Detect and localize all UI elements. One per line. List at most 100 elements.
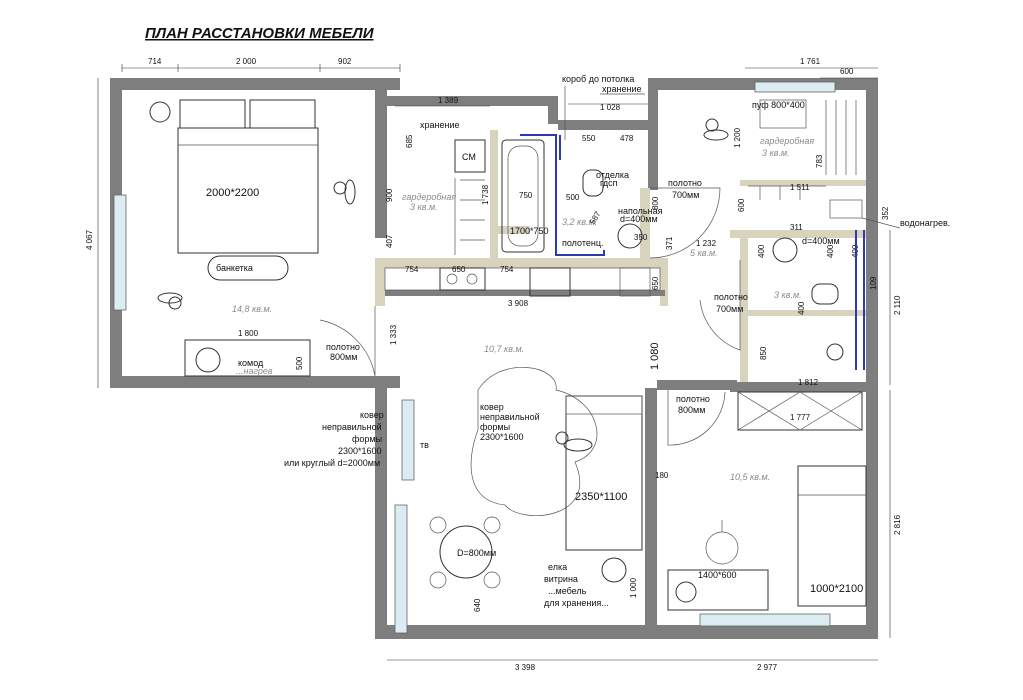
corridor-area: 5 кв.м. — [690, 248, 718, 258]
radiator-label: ...нагрев — [236, 366, 273, 376]
wardrobe-shelves — [748, 100, 857, 200]
chair — [483, 516, 501, 534]
desk-lamp — [675, 581, 697, 603]
plan-title: ПЛАН РАССТАНОВКИ МЕБЕЛИ — [145, 25, 375, 42]
window — [113, 194, 127, 311]
wardrobe-left-label: гардеробная — [402, 192, 456, 202]
wall — [558, 120, 653, 130]
room-area: 10,5 кв.м. — [730, 472, 770, 482]
dim-500-dresser: 500 — [295, 356, 304, 370]
rug-inner-3: формы — [480, 422, 510, 432]
dim-350: 350 — [634, 233, 648, 242]
finish-label-1: отделка — [596, 170, 629, 180]
sofa — [565, 395, 643, 551]
plant — [195, 347, 221, 373]
dim-1232: 1 232 — [696, 239, 717, 248]
dim-900: 900 — [385, 188, 394, 202]
wall — [375, 78, 387, 238]
wardrobe-right-area: 3 кв.м. — [762, 148, 790, 158]
bench — [207, 255, 289, 281]
chair — [483, 571, 501, 589]
person — [157, 292, 183, 310]
dim-650: 650 — [452, 265, 466, 274]
walls — [110, 78, 878, 639]
partition — [730, 230, 866, 238]
room-wardrobe — [737, 391, 863, 431]
kitchen-counter — [384, 267, 661, 291]
nightstand — [249, 99, 316, 129]
dim-3398: 3 398 — [515, 663, 536, 672]
partition — [375, 258, 385, 306]
hall-area: 10,7 кв.м. — [484, 344, 524, 354]
kitchen-sink — [529, 267, 571, 297]
partition — [748, 310, 866, 316]
wall — [548, 96, 558, 124]
dim-109: 109 — [869, 276, 878, 290]
dim-400-c: 400 — [797, 301, 806, 315]
wall — [375, 388, 387, 638]
chair — [705, 520, 739, 565]
dim-1389: 1 389 — [438, 96, 459, 105]
wall — [110, 78, 400, 90]
bed-main-size: 2000*2200 — [206, 187, 259, 199]
toilet — [582, 169, 604, 197]
dim-500-wc: 500 — [566, 193, 580, 202]
partition — [385, 290, 665, 296]
dim-1200: 1 200 — [733, 127, 742, 148]
rug-inner-4: 2300*1600 — [480, 432, 524, 442]
tree — [601, 557, 627, 583]
water-heater — [829, 199, 863, 219]
dim-2977: 2 977 — [757, 663, 778, 672]
dimension-lines — [97, 64, 891, 661]
partition — [740, 230, 748, 390]
door-wc-label-1: полотно — [714, 292, 748, 302]
table-size: D=800мм — [457, 548, 496, 558]
partition — [490, 130, 498, 260]
bed-small-size: 1000*2100 — [810, 583, 863, 595]
dim-600-top: 600 — [840, 67, 854, 76]
dim-587: 587 — [588, 209, 603, 226]
bedroom — [149, 99, 356, 377]
dim-2816: 2 816 — [893, 514, 902, 535]
dim-783: 783 — [815, 154, 824, 168]
rug-inner-1: ковер — [480, 402, 504, 412]
heater-label: водонагрев. — [900, 218, 950, 228]
pipe — [520, 134, 605, 256]
door-room-label-2: 800мм — [678, 405, 705, 415]
dim-685: 685 — [405, 134, 414, 148]
dim-1777: 1 777 — [790, 413, 811, 422]
shower-drain — [826, 343, 844, 361]
bathtub — [501, 139, 545, 253]
sofa-size: 2350*1100 — [575, 491, 627, 503]
door-room — [667, 390, 726, 446]
tree-label-1: елка — [548, 562, 567, 572]
window — [394, 504, 408, 634]
dim-311: 311 — [790, 223, 803, 232]
washing-machine — [454, 139, 486, 173]
partition — [740, 180, 866, 186]
floor-sink — [617, 223, 643, 249]
wall — [110, 376, 400, 388]
rug-note-4: 2300*1600 — [338, 446, 382, 456]
person — [333, 179, 356, 205]
window — [699, 613, 831, 627]
dim-600-v: 600 — [737, 198, 746, 212]
dim-902: 902 — [338, 57, 352, 66]
wardrobe-right-label: гардеробная — [760, 136, 814, 146]
dim-2110: 2 110 — [893, 295, 902, 315]
dim-3908: 3 908 — [508, 299, 529, 308]
door-room-label-1: полотно — [676, 394, 710, 404]
dim-2000: 2 000 — [236, 57, 257, 66]
bedroom-area: 14,8 кв.м. — [232, 304, 272, 314]
dim-650-v: 650 — [651, 276, 660, 290]
dim-478: 478 — [620, 134, 634, 143]
bath-area: 3,2 кв.м. — [562, 217, 597, 227]
dim-714: 714 — [148, 57, 162, 66]
finish-label-2: гдсп — [600, 178, 618, 188]
dim-400-a: 400 — [757, 244, 766, 258]
partition — [375, 258, 665, 268]
dim-1080: 1 080 — [649, 342, 661, 370]
tree-label-3: ...мебель — [548, 586, 587, 596]
washing-machine-label: СМ — [462, 152, 476, 162]
dim-1800: 1 800 — [238, 329, 259, 338]
